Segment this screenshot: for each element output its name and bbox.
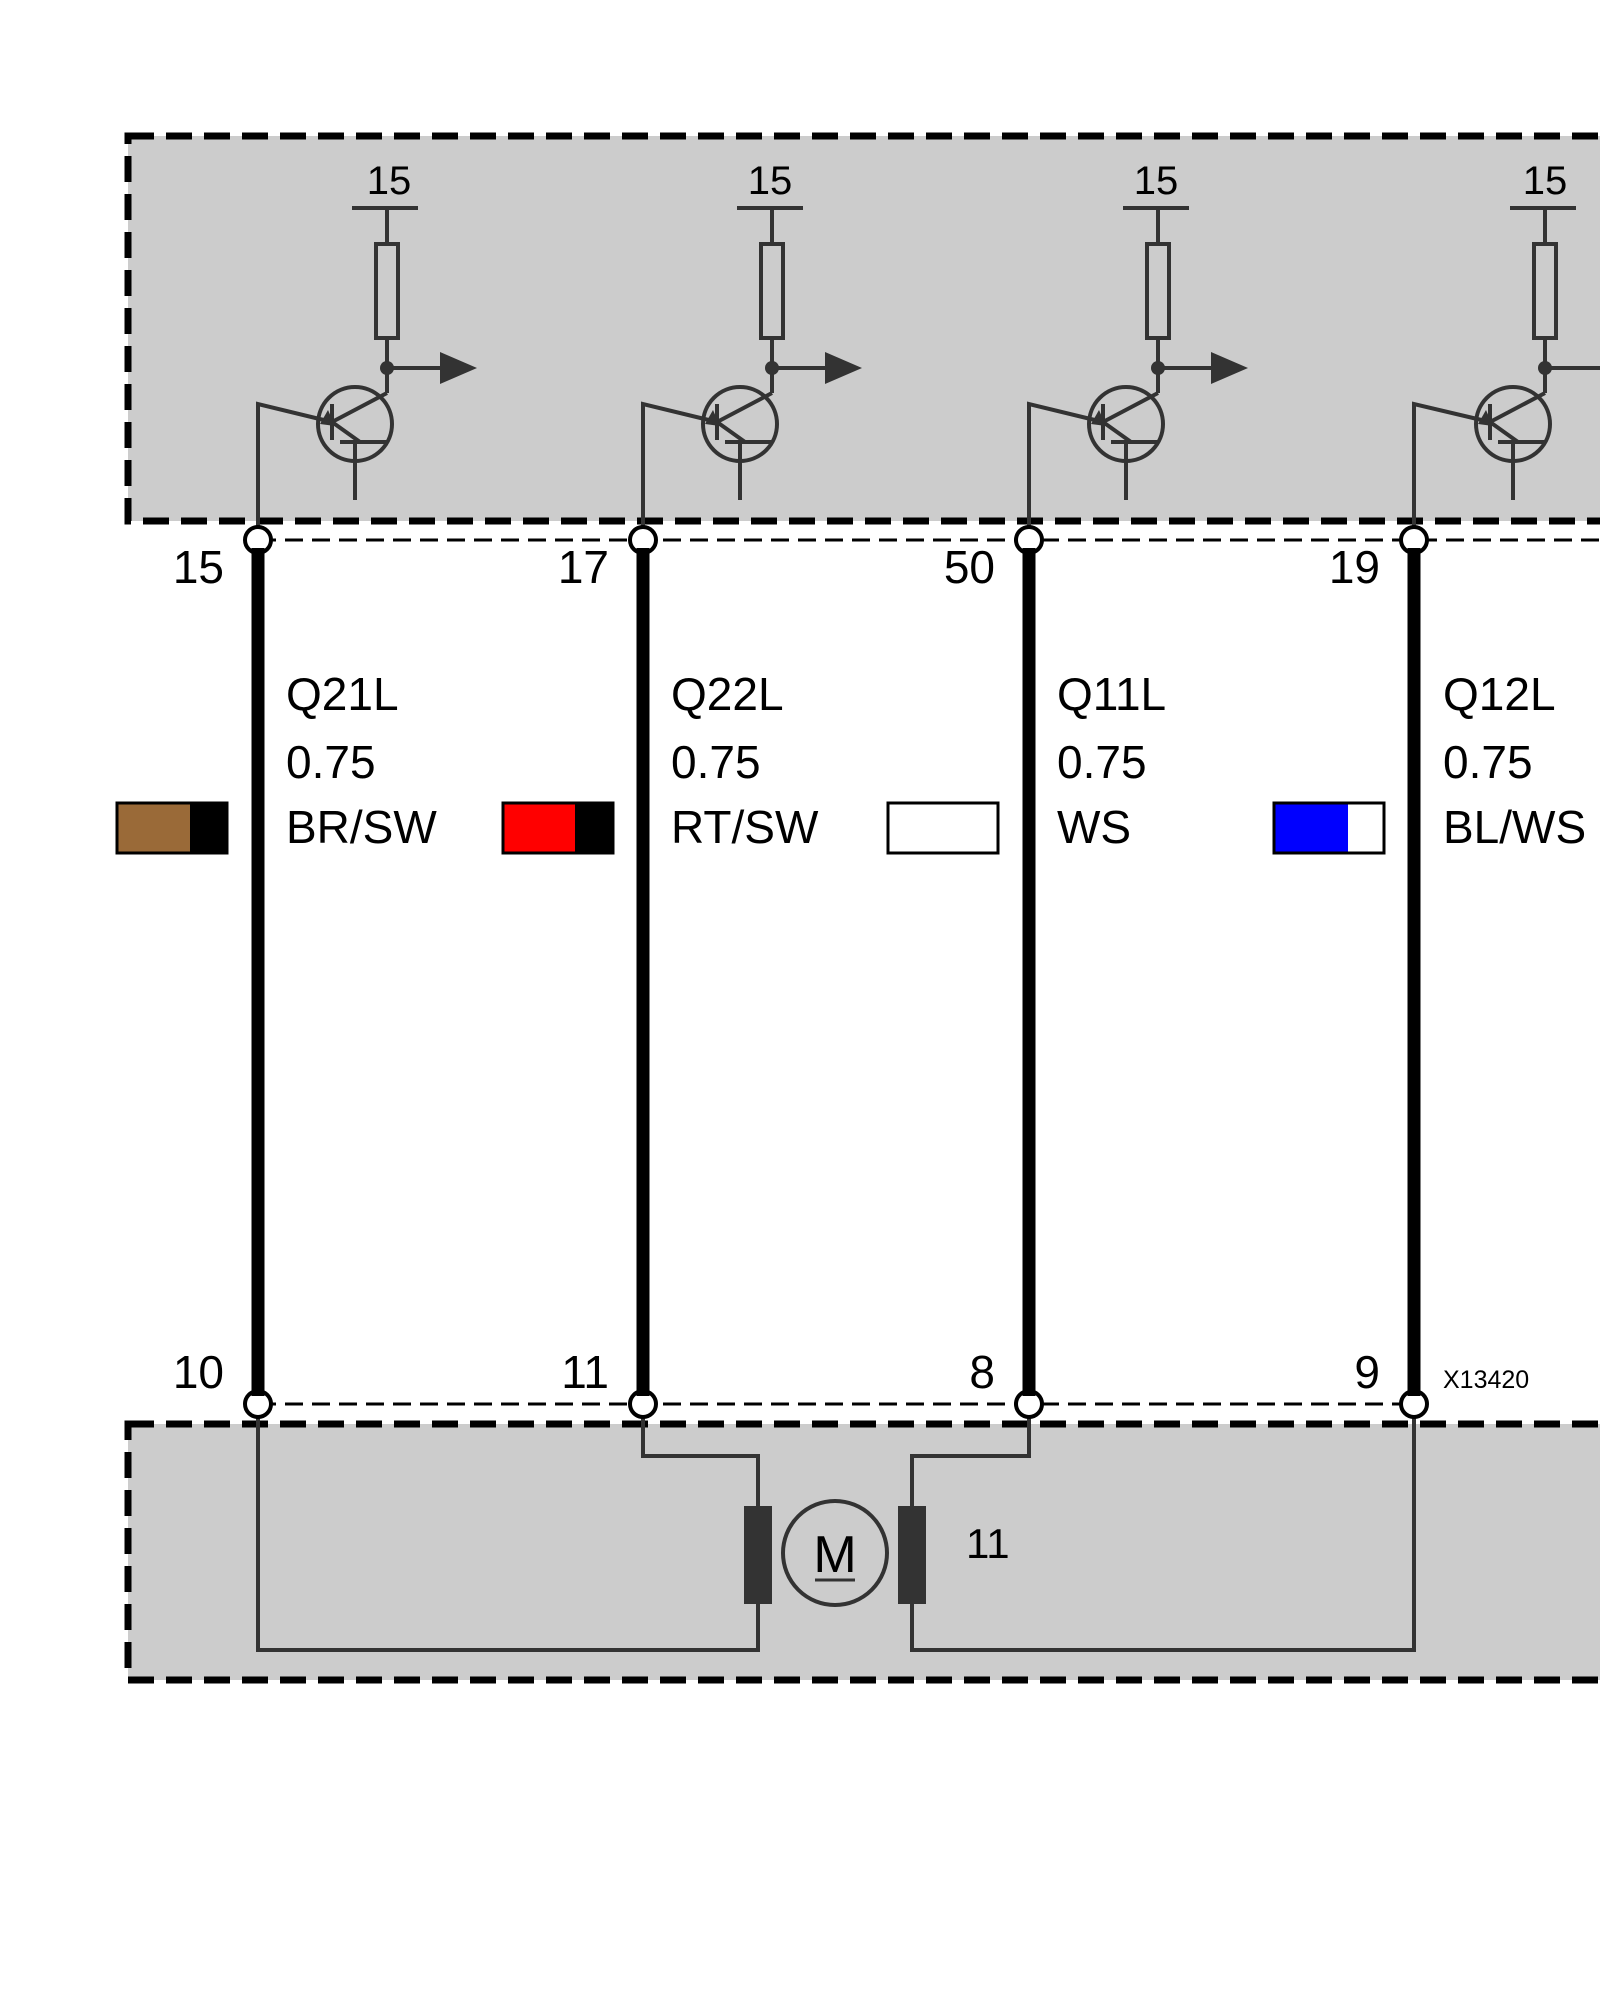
motor-label: 11 xyxy=(966,1520,1010,1567)
wire-color-1: BR/SW xyxy=(286,801,437,853)
pin-bottom-label-3: 8 xyxy=(969,1346,995,1398)
color-swatch-3 xyxy=(886,801,1000,855)
wire-size-3: 0.75 xyxy=(1057,736,1147,788)
motor-module: M 11 xyxy=(124,1402,1600,1684)
motor-icon: M xyxy=(781,1499,889,1607)
pin-bottom-label-2: 11 xyxy=(561,1346,609,1398)
wire-color-3: WS xyxy=(1057,801,1131,853)
control-unit-box xyxy=(124,132,1600,525)
supply-label-3: 15 xyxy=(1134,159,1179,203)
supply-label-1: 15 xyxy=(367,159,412,203)
motor-module-box xyxy=(124,1420,1600,1684)
motor-wiring xyxy=(256,1418,1416,1652)
wire-color-4: BL/WS xyxy=(1443,801,1586,853)
pin-top-label-4: 19 xyxy=(1329,541,1380,593)
pin-bottom-label-1: 10 xyxy=(173,1346,224,1398)
driver-stage-4 xyxy=(1412,206,1600,530)
motor-symbol: M xyxy=(813,1526,856,1584)
driver-stage-3 xyxy=(1027,206,1248,530)
wire-code-1: Q21L xyxy=(286,668,399,720)
wire-size-1: 0.75 xyxy=(286,736,376,788)
driver-stage-2 xyxy=(641,206,862,530)
driver-stage-1 xyxy=(256,206,477,530)
pin-top-label-3: 50 xyxy=(944,541,995,593)
supply-label-4: 15 xyxy=(1523,159,1568,203)
pin-bottom-label-4: 9 xyxy=(1354,1346,1380,1398)
wire-size-2: 0.75 xyxy=(671,736,761,788)
pin-top-label-2: 17 xyxy=(558,541,609,593)
figure-code: X13420 xyxy=(1443,1366,1529,1394)
color-swatch-2 xyxy=(501,801,615,855)
wire-4: 19 9 Q12L 0.75 BL/WS xyxy=(1272,525,1586,1419)
control-unit: 15 15 15 15 xyxy=(124,132,1600,542)
pin-top-label-1: 15 xyxy=(173,541,224,593)
wire-code-4: Q12L xyxy=(1443,668,1556,720)
wire-1: 15 10 Q21L 0.75 BR/SW xyxy=(115,525,437,1419)
wire-code-3: Q11L xyxy=(1057,668,1166,720)
motor-brush-left xyxy=(744,1506,772,1604)
wire-size-4: 0.75 xyxy=(1443,736,1533,788)
color-swatch-4 xyxy=(1272,801,1386,855)
motor-brush-right xyxy=(898,1506,926,1604)
wire-2: 17 11 Q22L 0.75 RT/SW xyxy=(501,525,819,1419)
color-swatch-1 xyxy=(115,801,229,855)
supply-label-2: 15 xyxy=(748,159,793,203)
wire-3: 50 8 Q11L 0.75 WS xyxy=(886,525,1166,1419)
wire-color-2: RT/SW xyxy=(671,801,819,853)
wire-code-2: Q22L xyxy=(671,668,784,720)
